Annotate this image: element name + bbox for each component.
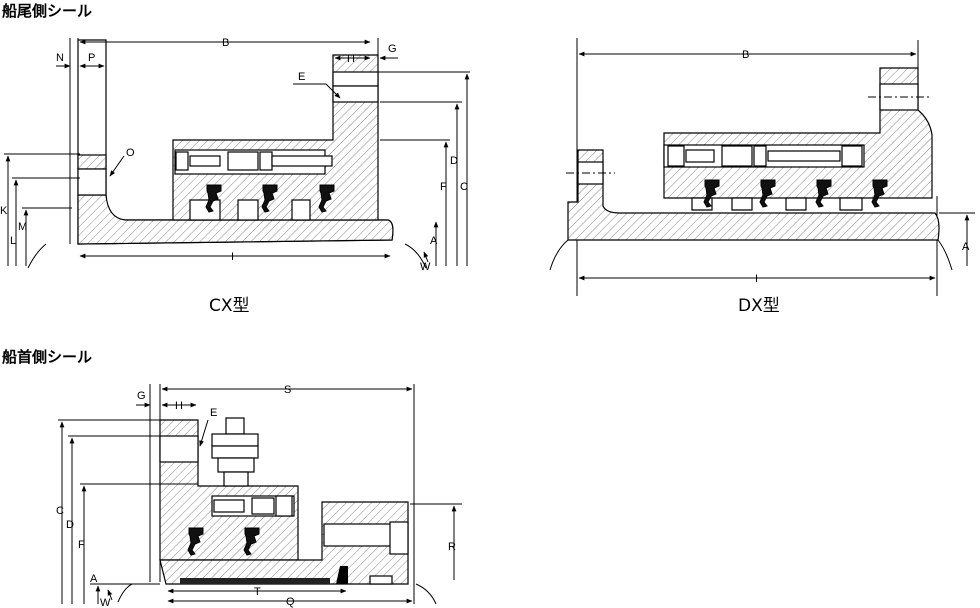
cx-type-caption: CX型: [209, 296, 250, 316]
cx-dim-D: D: [450, 155, 458, 167]
bow-dim-S: S: [284, 384, 291, 396]
bow-dim-D: D: [66, 519, 74, 531]
dx-dim-A: A: [962, 241, 970, 253]
dx-dim-I: I: [755, 273, 758, 285]
cx-dim-P: P: [88, 52, 95, 64]
dx-dim-B: B: [742, 49, 749, 61]
bow-dim-G: G: [137, 390, 146, 402]
nut: [225, 417, 245, 435]
cx-dim-O: O: [126, 147, 135, 159]
cx-drawing: B N P H G E O K M L D F: [0, 37, 470, 273]
stern-seal-title: 船尾側シール: [2, 2, 93, 20]
cx-bolt-section: [77, 154, 107, 170]
cx-dim-W: W: [420, 261, 431, 273]
bow-dim-W: W: [100, 597, 111, 608]
cx-dim-F: F: [440, 181, 447, 193]
cx-dim-A: A: [430, 235, 438, 247]
cx-dim-G: G: [388, 43, 397, 55]
bow-drawing: S G H E C D F A W R T Q: [56, 384, 462, 608]
bow-dim-A: A: [90, 573, 98, 585]
dx-shaft-sleeve: [567, 149, 940, 241]
dx-type-caption: DX型: [738, 296, 780, 316]
cx-dim-L: L: [10, 235, 16, 247]
bow-dim-T: T: [254, 586, 261, 598]
bow-dim-Q: Q: [286, 596, 295, 608]
bow-dim-C: C: [56, 505, 64, 517]
bow-shaft-sleeve: [159, 501, 409, 585]
bow-dim-F: F: [78, 539, 85, 551]
cx-dim-B: B: [222, 37, 229, 49]
bow-dim-E: E: [210, 407, 217, 419]
cx-dim-I: I: [231, 251, 234, 263]
cx-seal-housing: [172, 54, 379, 221]
bow-seal-title: 船首側シール: [2, 348, 93, 366]
cx-dim-K: K: [0, 205, 8, 217]
cx-dim-N: N: [56, 52, 64, 64]
cx-dim-H: H: [347, 53, 355, 65]
cx-dim-C: C: [460, 181, 468, 193]
bow-dim-R: R: [448, 541, 456, 553]
cx-dim-M: M: [18, 221, 27, 233]
cx-dim-E: E: [298, 71, 305, 83]
bow-dim-H: H: [175, 400, 183, 412]
dx-drawing: B A I: [549, 38, 975, 296]
